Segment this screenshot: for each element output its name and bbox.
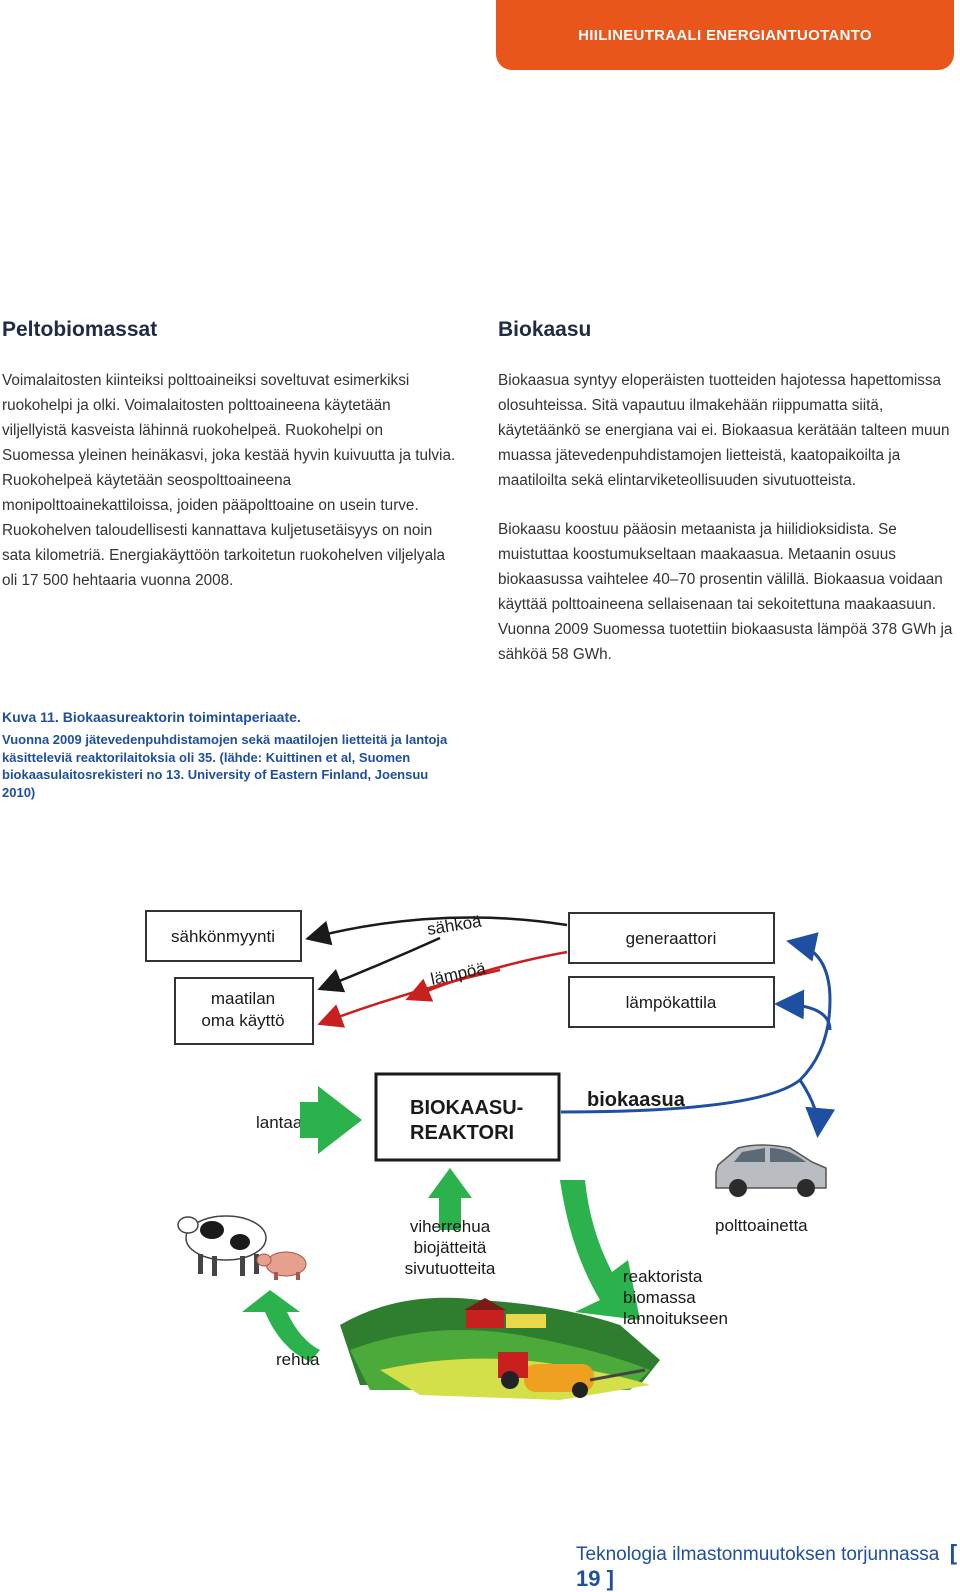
input-label-2: biojätteitä (414, 1238, 487, 1257)
sales-label: sähkönmyynti (171, 927, 275, 946)
residue-label-1: reaktorista (623, 1267, 703, 1286)
biogas-to-car (798, 1079, 836, 1138)
caption-text: Vuonna 2009 jätevedenpuhdistamojen sekä … (2, 732, 448, 800)
residue-arrow (560, 1180, 640, 1320)
pig-icon (256, 1251, 307, 1280)
biogas-reactor-diagram: sähkönmyynti maatilan oma käyttö generaa… (0, 880, 960, 1440)
residue-label-3: lannoitukseen (623, 1309, 728, 1328)
right-heading: Biokaasu (498, 318, 592, 341)
left-heading: Peltobiomassat (2, 318, 158, 341)
reactor-box (374, 1072, 561, 1162)
car-icon (715, 1144, 827, 1197)
generator-box (568, 912, 775, 964)
section-header-tab: HIILINEUTRAALI ENERGIANTUOTANTO (496, 0, 954, 70)
left-paragraph: Voimalaitosten kiinteiksi polttoaineiksi… (2, 372, 456, 589)
residue-label-2: biomassa (623, 1288, 696, 1307)
manure-label: lantaa (256, 1113, 303, 1132)
heat-label: lämpöä (429, 959, 488, 989)
generator-label: generaattori (626, 929, 717, 948)
figure-caption: Kuva 11. Biokaasureaktorin toimintaperia… (2, 709, 452, 801)
farm-landscape-illustration (340, 1297, 660, 1400)
input-label-1: viherrehua (410, 1217, 491, 1236)
farm-use-box (174, 977, 314, 1045)
biogas-to-generator (786, 932, 832, 1001)
feed-label: rehua (276, 1350, 320, 1369)
manure-arrow (300, 1086, 362, 1154)
fuel-label: polttoainetta (715, 1216, 808, 1235)
farm-use-label-1: maatilan (211, 989, 275, 1008)
biogas-line (560, 999, 832, 1114)
boiler-label: lämpökattila (626, 993, 717, 1012)
electricity-label: sähköä (426, 912, 484, 939)
right-column: Biokaasu Biokaasua syntyy eloperäisten t… (498, 318, 953, 691)
diagram-svg: sähkönmyynti maatilan oma käyttö generaa… (145, 910, 836, 1400)
cow-icon (177, 1215, 267, 1276)
heat-arrow (405, 950, 568, 1002)
input-label-3: sivutuotteita (405, 1259, 496, 1278)
publication-title: Teknologia ilmastonmuutoksen torjunnassa (576, 1544, 940, 1565)
biogas-label: biokaasua (587, 1089, 686, 1111)
input-arrow (428, 1168, 472, 1230)
sales-box (145, 910, 302, 962)
heat-arrow-2 (317, 968, 501, 1028)
farm-use-label-2: oma käyttö (201, 1011, 284, 1030)
caption-title: Kuva 11. Biokaasureaktorin toimintaperia… (2, 709, 301, 725)
electricity-arrow (305, 916, 568, 946)
biogas-to-boiler (774, 989, 832, 1031)
right-paragraph-1: Biokaasua syntyy eloperäisten tuotteiden… (498, 372, 950, 489)
reactor-label-2: REAKTORI (410, 1122, 514, 1144)
reactor-label-1: BIOKAASU- (410, 1097, 523, 1119)
section-title: HIILINEUTRAALI ENERGIANTUOTANTO (578, 26, 872, 44)
boiler-box (568, 976, 775, 1028)
feed-arrow (242, 1290, 320, 1362)
page-footer: Teknologia ilmastonmuutoksen torjunnassa… (576, 1540, 960, 1592)
electricity-arrow-2 (317, 936, 441, 993)
right-paragraph-2: Biokaasu koostuu pääosin metaanista ja h… (498, 521, 953, 663)
left-column: Peltobiomassat Voimalaitosten kiinteiksi… (2, 318, 457, 617)
